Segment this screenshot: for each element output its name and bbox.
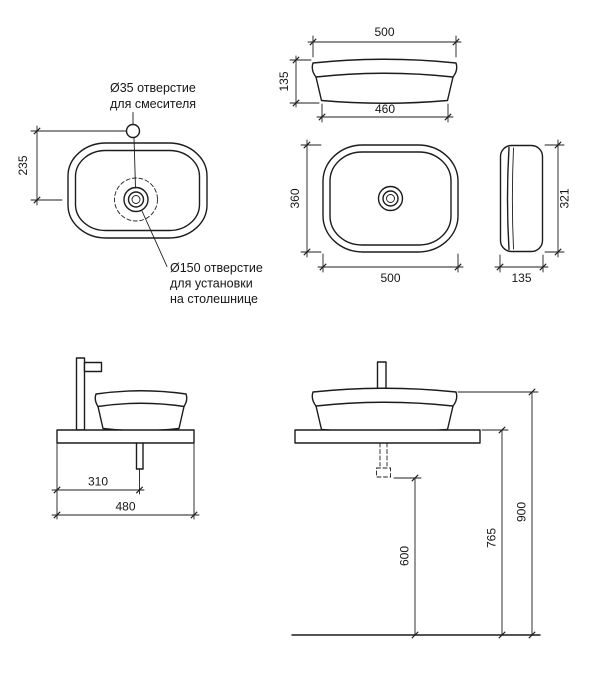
basin-front-outline <box>311 58 458 104</box>
drain-inner-circle <box>386 194 395 203</box>
drain-mid-circle <box>127 191 145 208</box>
dim-counter-height: 765 <box>481 426 509 639</box>
drain-mid-circle <box>382 190 399 207</box>
dim-side-depth-value: 321 <box>558 188 572 208</box>
countertop-hole-label-line2: для установки <box>170 277 253 291</box>
dim-rim-height-value: 900 <box>515 502 529 522</box>
countertop-hole-label-line3: на столешнице <box>170 292 258 306</box>
dim-plan-depth: 360 <box>288 139 322 258</box>
basin-side-rim-line-outer <box>506 146 510 251</box>
dim-front-bottom-width-value: 460 <box>375 102 395 116</box>
drain-outer-circle <box>377 185 404 212</box>
dim-plan-width: 500 <box>317 253 464 285</box>
faucet-hole-label-line1: Ø35 отверстие <box>110 81 196 95</box>
basin-plan-inner-outline <box>329 151 452 246</box>
basin-side-rim-line-inner <box>511 147 514 250</box>
countertop-slab <box>56 429 195 444</box>
dim-side-depth: 321 <box>544 139 572 258</box>
basin-front-install-outline <box>311 387 458 433</box>
view-plan: 360 500 <box>288 139 464 285</box>
basin-side-install-rim-line <box>97 402 185 408</box>
dim-side-width: 135 <box>494 254 549 285</box>
dim-faucet-offset-value: 235 <box>16 155 30 175</box>
dim-counter-height-value: 765 <box>485 528 499 548</box>
faucet-centerline <box>133 137 136 189</box>
basin-front-install-rim-line <box>315 401 454 407</box>
faucet-hole-label-line2: для смесителя <box>110 97 196 111</box>
faucet-hole-circle <box>125 123 141 139</box>
dim-front-height-value: 135 <box>277 71 291 91</box>
drain-outer-circle <box>123 186 149 213</box>
dim-front-bottom-width: 460 <box>316 102 454 123</box>
dim-drain-height: 600 <box>393 474 422 639</box>
countertop-hole-label-line1: Ø150 отверстие <box>170 261 263 275</box>
basin-front-rim-line <box>315 72 454 78</box>
dim-drain-offset-value: 310 <box>88 475 108 489</box>
dim-side-width-value: 135 <box>511 271 531 285</box>
faucet-spout <box>83 361 103 373</box>
view-plan-annotated: Ø35 отверстие для смесителя Ø150 отверст… <box>16 81 263 306</box>
dim-plan-width-value: 500 <box>380 271 400 285</box>
dim-rim-height: 900 <box>457 388 539 639</box>
drain-leader-line <box>141 210 168 267</box>
basin-outer-outline <box>67 142 208 239</box>
dim-front-height: 135 <box>277 55 320 108</box>
dim-counter-depth-value: 480 <box>115 500 135 514</box>
basin-side-outline <box>499 144 544 253</box>
faucet-stem <box>376 361 387 393</box>
view-install-front: 600 765 900 <box>291 361 541 639</box>
dim-counter-depth: 480 <box>51 442 200 520</box>
dim-plan-depth-value: 360 <box>288 188 302 208</box>
view-front: 500 135 460 <box>277 25 462 123</box>
view-side: 321 135 <box>494 139 572 285</box>
dim-faucet-offset: 235 <box>16 125 127 206</box>
basin-side-install-outline <box>94 390 188 432</box>
view-install-side: 310 480 <box>51 357 200 520</box>
basin-plan-outer-outline <box>322 144 459 253</box>
dim-drain-height-value: 600 <box>398 546 412 566</box>
dim-front-top-width: 500 <box>307 25 462 58</box>
countertop-hole-dashed-circle <box>114 177 158 222</box>
faucet-body <box>75 357 86 431</box>
drain-inner-circle <box>131 195 141 204</box>
dim-drain-offset: 310 <box>51 442 145 520</box>
dim-front-top-width-value: 500 <box>374 25 394 39</box>
basin-inner-outline <box>74 149 201 232</box>
drain-outlet-hidden <box>376 467 391 478</box>
countertop-slab <box>294 429 481 444</box>
